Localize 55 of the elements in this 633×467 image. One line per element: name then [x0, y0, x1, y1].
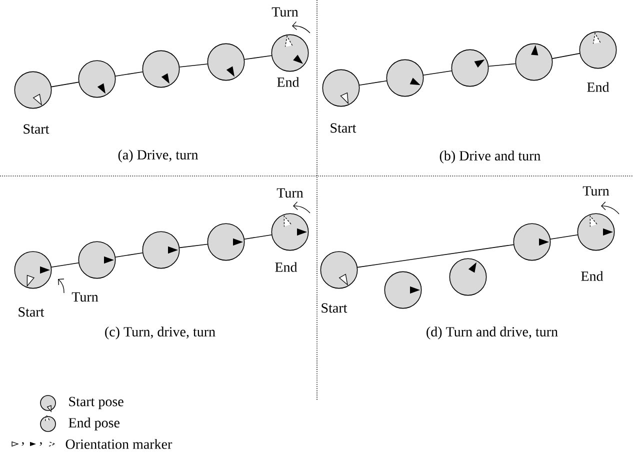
path-line: [550, 234, 578, 240]
pose-circle: [322, 69, 360, 107]
pose-circle: [207, 223, 245, 261]
start-label: Start: [330, 123, 356, 133]
panel-caption: (b) Drive and turn: [440, 150, 540, 164]
path-line: [423, 70, 452, 76]
pose-circle: [320, 251, 358, 289]
pose-circle: [577, 213, 615, 251]
path-line: [51, 262, 79, 268]
legend-text: End pose: [68, 418, 120, 430]
end-label: End: [581, 271, 604, 281]
separator-comma: ,: [40, 442, 42, 446]
path-line: [244, 55, 272, 60]
turn-label: Turn: [582, 186, 610, 196]
path-line: [359, 80, 387, 86]
turn-label: Turn: [276, 188, 304, 198]
start-label: Start: [24, 124, 50, 134]
pose-circle: [515, 43, 553, 81]
pose-circle: [271, 34, 309, 72]
path-line: [115, 72, 143, 76]
path-line: [179, 64, 208, 68]
pose-circle: [386, 59, 424, 97]
pose-circle: [207, 43, 245, 81]
pose-circle: [142, 231, 180, 269]
path-line: [552, 53, 580, 59]
pose-circle: [384, 271, 422, 309]
turn-label: Turn: [72, 292, 98, 302]
pose-circle: [271, 213, 309, 251]
start-label: Start: [322, 303, 348, 313]
panel-caption: (a) Drive, turn: [118, 150, 198, 162]
path-line: [244, 234, 272, 240]
pose-circle: [14, 251, 52, 289]
end-label: End: [587, 82, 610, 92]
path-line: [115, 252, 143, 258]
path-line: [488, 63, 516, 67]
panel-caption: (d) Turn and drive, turn: [426, 326, 558, 340]
legend-text: Orientation marker: [66, 439, 172, 449]
panel-caption: (c) Turn, drive, turn: [105, 326, 216, 340]
pose-circle: [579, 31, 617, 69]
pose-circle: [449, 258, 487, 296]
pose-circle: [142, 50, 180, 88]
pose-circle: [78, 241, 116, 279]
end-label: End: [277, 77, 300, 87]
legend-text: Start pose: [69, 396, 124, 410]
path-line: [51, 82, 79, 88]
pose-circle: [78, 60, 116, 98]
path-line: [179, 244, 208, 248]
pose-circle: [451, 49, 489, 87]
start-label: Start: [18, 307, 44, 317]
pose-circle: [513, 223, 551, 261]
end-label: End: [275, 262, 298, 272]
turn-label: Turn: [272, 7, 298, 17]
pose-circle: [14, 71, 52, 109]
path-line: [357, 244, 514, 268]
separator-comma: ,: [22, 442, 24, 446]
